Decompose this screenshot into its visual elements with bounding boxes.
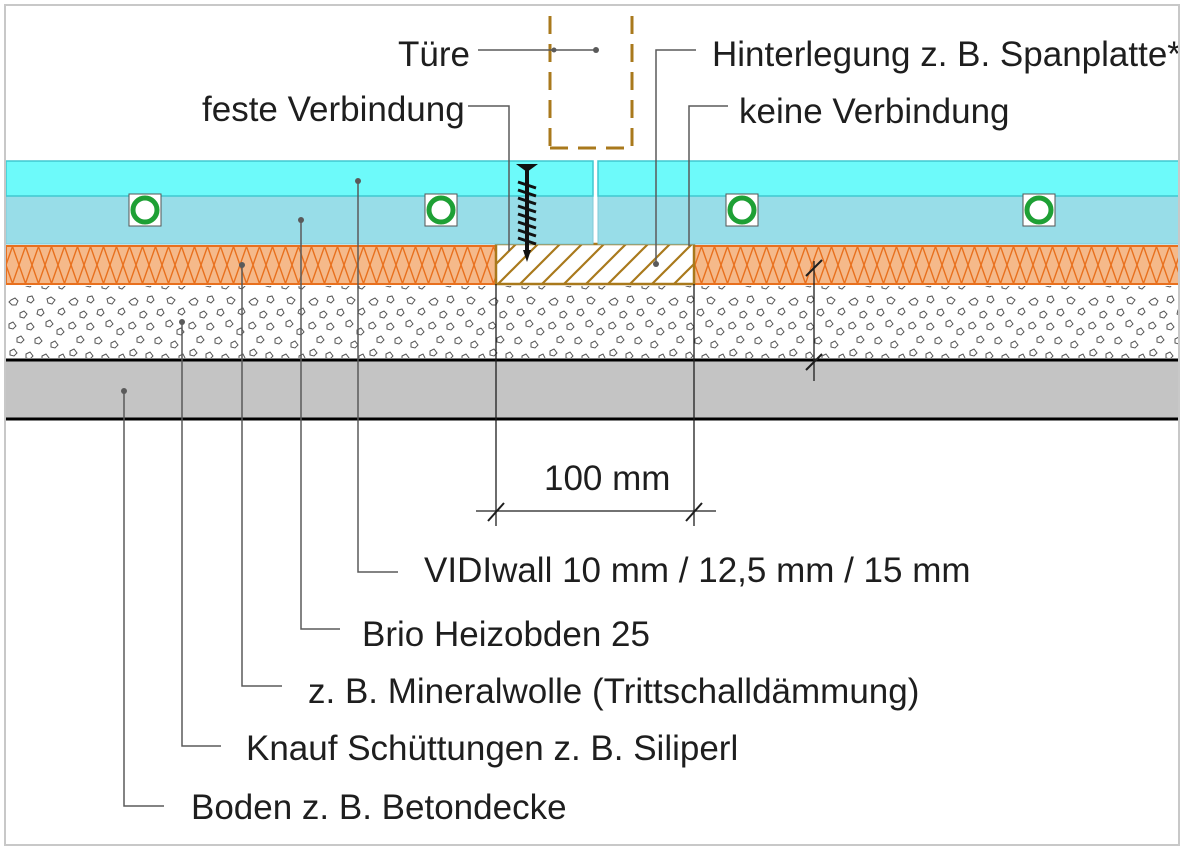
screw-icon [516,164,538,262]
heating-pipe-icon [1022,193,1056,227]
leader-lines [123,49,728,807]
heating-pipe-icon [128,193,162,227]
label-fixed-connection: feste Verbindung [202,90,465,129]
vidiwall-right [597,160,1178,197]
vidiwall-left [6,160,594,197]
label-backing: Hinterlegung z. B. Spanplatte* [712,35,1180,74]
concrete-slab [6,359,1178,419]
heating-pipe-icon [725,193,759,227]
label-floor: Boden z. B. Betondecke [191,788,567,827]
leader-dots [121,47,659,394]
label-dimension: 100 mm [544,459,670,498]
insulation-left-zig [6,246,496,284]
label-mineral-wool: z. B. Mineralwolle (Trittschalldämmung) [308,672,919,711]
label-door: Türe [398,35,470,74]
door-outline [548,16,634,150]
label-brio: Brio Heizobden 25 [362,615,650,654]
insulation-right-zig [694,246,1178,284]
bulk-fill-layer [6,286,1178,358]
heating-pipe-icon [424,193,458,227]
dimension-100mm [476,284,716,526]
label-knauf: Knauf Schüttungen z. B. Siliperl [246,729,738,768]
label-vidiwall: VIDIwall 10 mm / 12,5 mm / 15 mm [424,551,971,590]
brio-board-right [597,195,1178,245]
floor-section-diagram: Türe Hinterlegung z. B. Spanplatte* fest… [6,16,1180,827]
dimension-height [805,259,823,381]
diagram-frame: Türe Hinterlegung z. B. Spanplatte* fest… [4,4,1180,846]
label-no-connection: keine Verbindung [739,92,1010,131]
